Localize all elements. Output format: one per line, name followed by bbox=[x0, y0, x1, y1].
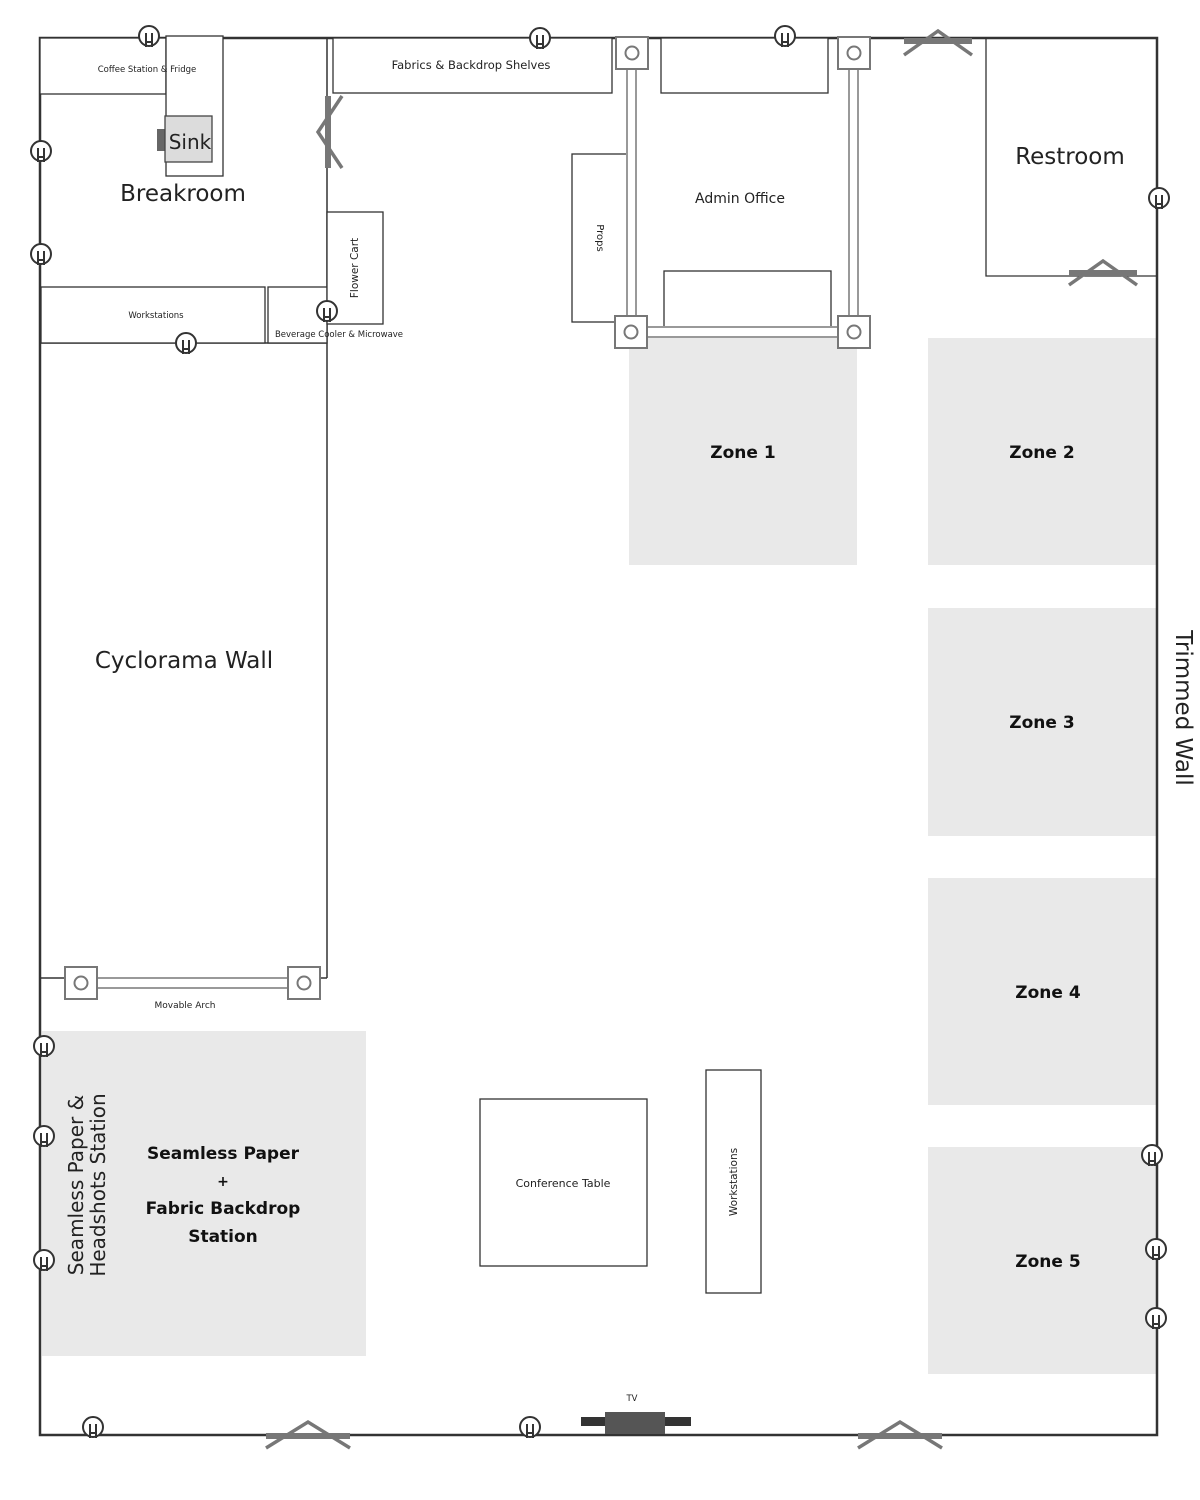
outlet-icon bbox=[175, 332, 197, 354]
admin-frame bbox=[626, 69, 859, 338]
post-icons bbox=[64, 36, 871, 1000]
door-icons bbox=[265, 28, 1139, 1450]
outlet-icon bbox=[1145, 1238, 1167, 1260]
tv-icon bbox=[581, 1412, 691, 1434]
breakroom-wall bbox=[40, 38, 328, 979]
props-box bbox=[571, 153, 628, 323]
admin-top-box bbox=[660, 37, 829, 94]
zone-5-area bbox=[928, 1147, 1156, 1374]
admin-desk-box bbox=[663, 270, 832, 328]
sink-label: Sink bbox=[169, 130, 212, 154]
outlet-icon bbox=[30, 140, 52, 162]
outlet-icons bbox=[30, 25, 1170, 1438]
station-label-line-1: Seamless Paper bbox=[147, 1144, 300, 1164]
outlet-icon bbox=[138, 25, 160, 47]
workstations-bottom-label: Workstations bbox=[728, 1148, 740, 1216]
outlet-icon bbox=[33, 1035, 55, 1057]
seamless-station-area bbox=[42, 1031, 366, 1356]
conference-table-box bbox=[479, 1098, 648, 1267]
coffee-station-box bbox=[39, 37, 167, 95]
flower-cart-label: Flower Cart bbox=[349, 238, 361, 298]
zone-3-label: Zone 3 bbox=[1009, 713, 1074, 733]
restroom-label: Restroom bbox=[1015, 144, 1125, 170]
outlet-icon bbox=[82, 1416, 104, 1438]
outlet-icon bbox=[1141, 1144, 1163, 1166]
trimmed-wall-label: Trimmed Wall bbox=[1170, 629, 1196, 786]
tv-label: TV bbox=[625, 1394, 637, 1404]
outlet-icon bbox=[519, 1416, 541, 1438]
breakroom-label: Breakroom bbox=[120, 181, 246, 207]
outlet-icon bbox=[1148, 187, 1170, 209]
outlet-icon bbox=[316, 300, 338, 322]
zone-1-area bbox=[629, 338, 857, 565]
zone-5-label: Zone 5 bbox=[1015, 1252, 1080, 1272]
workstations-top-label: Workstations bbox=[128, 311, 184, 321]
fabrics-shelves-label: Fabrics & Backdrop Shelves bbox=[392, 58, 551, 72]
cyclorama-label: Cyclorama Wall bbox=[95, 648, 273, 674]
zone-3-area bbox=[928, 608, 1156, 836]
admin-office-label: Admin Office bbox=[695, 191, 785, 207]
station-label-line-4: Station bbox=[188, 1227, 258, 1247]
zone-2-label: Zone 2 bbox=[1009, 443, 1074, 463]
sink-tap bbox=[157, 129, 166, 151]
outlet-icon bbox=[33, 1249, 55, 1271]
zone-4-label: Zone 4 bbox=[1015, 983, 1081, 1003]
zone-4-area bbox=[928, 878, 1156, 1105]
seamless-vertical-label-1: Seamless Paper & bbox=[64, 1095, 88, 1275]
movable-arch-label: Movable Arch bbox=[154, 1001, 215, 1011]
station-label-line-2: + bbox=[217, 1174, 229, 1190]
zone-1-label: Zone 1 bbox=[710, 443, 775, 463]
outlet-icon bbox=[774, 25, 796, 47]
workstations-bottom-box bbox=[705, 1069, 762, 1294]
sink-box bbox=[164, 115, 213, 163]
workstations-top-box bbox=[40, 286, 266, 344]
zone-2-area bbox=[928, 338, 1156, 565]
props-label: Props bbox=[594, 224, 605, 251]
station-label-line-3: Fabric Backdrop bbox=[146, 1199, 301, 1219]
outlet-icon bbox=[30, 243, 52, 265]
movable-arch-beam bbox=[97, 977, 288, 989]
seamless-vertical-label-2: Headshots Station bbox=[86, 1093, 110, 1276]
fabrics-shelves-box bbox=[332, 37, 613, 94]
beverage-cooler-label: Beverage Cooler & Microwave bbox=[275, 330, 403, 340]
conference-table-label: Conference Table bbox=[516, 1177, 611, 1190]
outlet-icon bbox=[33, 1125, 55, 1147]
outlet-icon bbox=[529, 27, 551, 49]
outlet-icon bbox=[1145, 1307, 1167, 1329]
coffee-station-label: Coffee Station & Fridge bbox=[98, 65, 197, 75]
